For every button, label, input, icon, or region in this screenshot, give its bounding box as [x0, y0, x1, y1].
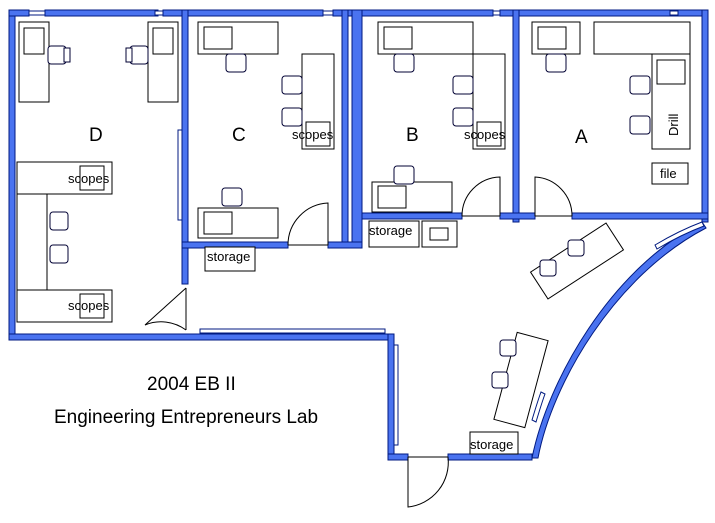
title-line-2: Engineering Entrepreneurs Lab [54, 407, 318, 428]
scopes-label-c: scopes [292, 127, 334, 142]
file-label: file [660, 166, 677, 181]
drill-label: Drill [666, 114, 681, 136]
doors [144, 176, 573, 508]
room-label-d: D [89, 125, 103, 146]
room-label-b: B [406, 125, 419, 146]
walls [8, 9, 709, 461]
storage-label-bottom: storage [470, 437, 513, 452]
title-line-1: 2004 EB II [147, 374, 236, 395]
room-label-a: A [575, 127, 588, 148]
scopes-label-b: scopes [464, 127, 506, 142]
furniture [16, 21, 691, 455]
scopes-label-d-bottom: scopes [68, 298, 110, 313]
storage-label-b: storage [369, 223, 412, 238]
storage-label-c: storage [207, 249, 250, 264]
room-label-c: C [232, 125, 246, 146]
scopes-label-d-top: scopes [68, 171, 110, 186]
